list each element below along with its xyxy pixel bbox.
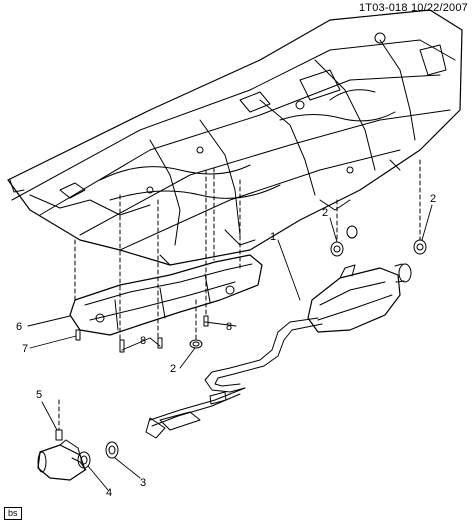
muffler-assembly bbox=[204, 263, 412, 393]
callout-7: 7 bbox=[22, 343, 28, 355]
catalytic-converter bbox=[37, 439, 87, 481]
callout-5: 5 bbox=[36, 389, 42, 401]
gasket-3 bbox=[105, 441, 119, 459]
heat-shield bbox=[69, 254, 263, 336]
callout-2-top: 2 bbox=[322, 207, 328, 219]
callout-labels: 1 2 2 2 3 4 5 6 7 8 8 bbox=[16, 193, 436, 499]
alignment-lines bbox=[58, 159, 421, 431]
drawing-id: 1T03-018 bbox=[358, 2, 408, 14]
callout-2-right: 2 bbox=[430, 193, 436, 205]
gasket-4 bbox=[77, 451, 91, 469]
drawing-header: 1T03-018 10/22/2007 bbox=[359, 2, 468, 14]
callout-8-left: 8 bbox=[140, 335, 146, 347]
callout-3: 3 bbox=[140, 477, 146, 489]
callout-4: 4 bbox=[106, 487, 112, 499]
callout-6: 6 bbox=[16, 321, 22, 333]
callout-1: 1 bbox=[270, 231, 276, 243]
leader-lines bbox=[27, 204, 433, 491]
floor-pan bbox=[7, 9, 463, 266]
callout-2-lower: 2 bbox=[170, 363, 176, 375]
intermediate-pipe bbox=[145, 387, 246, 439]
callout-8-right: 8 bbox=[226, 321, 232, 333]
corner-badge: bs bbox=[4, 507, 22, 520]
fasteners bbox=[55, 315, 209, 441]
